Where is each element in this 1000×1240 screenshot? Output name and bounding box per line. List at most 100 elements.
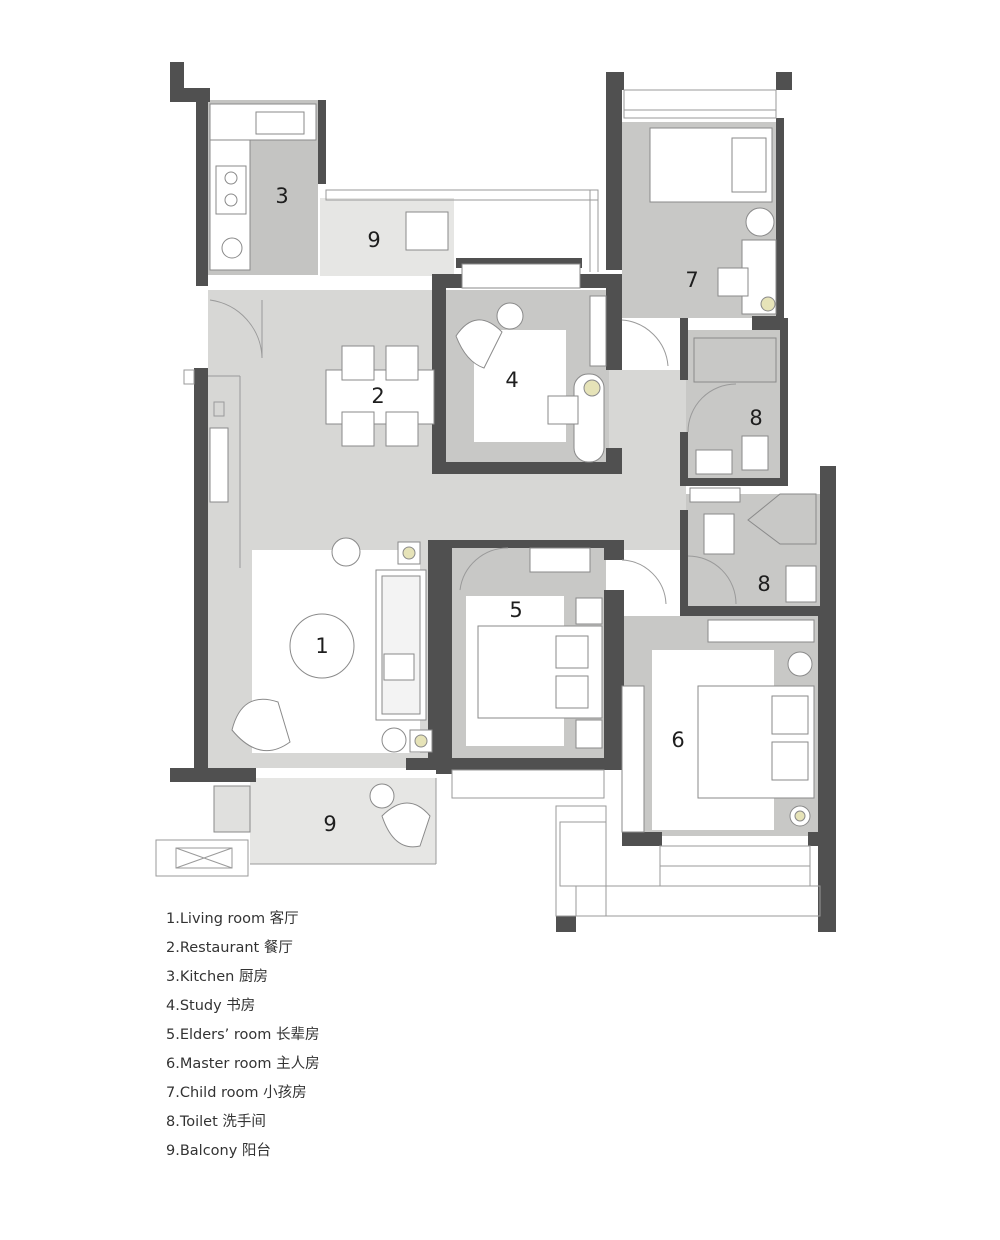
room-numbers: 1 2 3 4 5 6 7 8 8 9 9 (275, 184, 770, 836)
room-number-child: 7 (685, 268, 698, 292)
round-table (331, 537, 361, 567)
wall (622, 832, 662, 846)
tv-cabinet (209, 427, 229, 503)
dining-chair (385, 411, 419, 447)
wall (818, 616, 836, 846)
wall (432, 274, 446, 474)
room-number-study: 4 (505, 368, 518, 392)
room-legend: 1.Living room 客厅 2.Restaurant 餐厅 3.Kitch… (166, 905, 320, 1166)
dining-chair (341, 411, 375, 447)
wall (606, 90, 622, 270)
dining-chair (385, 345, 419, 381)
legend-item-restaurant: 2.Restaurant 餐厅 (166, 940, 293, 956)
shower-corner (747, 493, 817, 545)
wall (776, 118, 784, 318)
balcony-table (369, 783, 395, 809)
wall (680, 318, 688, 380)
legend-item-toilet: 8.Toilet 洗手间 (166, 1114, 266, 1130)
wall (436, 540, 452, 774)
wall (452, 540, 608, 548)
toilet-upper-door (687, 383, 737, 433)
legend-item-elders-room: 5.Elders’ room 长辈房 (166, 1027, 320, 1043)
side-table (496, 302, 524, 330)
wash-basin (785, 565, 817, 603)
washer (405, 211, 449, 251)
doors (209, 299, 737, 605)
wall (456, 258, 582, 268)
wall (680, 478, 784, 486)
lounge-chair (231, 698, 291, 751)
shower-glass (693, 337, 777, 383)
wall (604, 590, 624, 770)
lower-balcony-rail (155, 839, 249, 877)
wall (604, 540, 624, 560)
wall (196, 88, 208, 286)
wall (808, 832, 836, 846)
room-number-toilet-lower: 8 (757, 572, 770, 596)
toilet-bowl (741, 435, 769, 471)
room-number-toilet-upper: 8 (749, 406, 762, 430)
study-door (621, 319, 669, 367)
wall (194, 368, 208, 768)
room-number-restaurant: 2 (371, 384, 384, 408)
sofa-pillow (383, 653, 415, 681)
desk-chair (547, 395, 579, 425)
room-number-kitchen: 3 (275, 184, 288, 208)
window-lines (155, 89, 821, 917)
armchair (455, 319, 503, 369)
wall (318, 100, 326, 184)
legend-item-study: 4.Study 书房 (166, 998, 256, 1014)
room-number-living: 1 (315, 634, 328, 658)
walls (170, 62, 836, 932)
toilet-bowl (703, 513, 735, 555)
kitchen-drain (221, 237, 243, 259)
room-number-balcony-upper: 9 (367, 228, 380, 252)
elders-pillow (555, 675, 589, 709)
upper-balcony-rail (325, 189, 599, 201)
child-chair (717, 267, 749, 297)
wall (680, 510, 688, 610)
balcony-chair (381, 802, 431, 848)
wall (446, 462, 612, 474)
wall (818, 846, 836, 932)
sink (255, 111, 305, 135)
planter (213, 785, 251, 833)
nightstand (575, 719, 603, 749)
wall (170, 768, 256, 782)
wall (780, 318, 788, 486)
bookshelf (589, 295, 607, 367)
furniture (209, 103, 817, 848)
room-number-elders: 5 (509, 598, 522, 622)
master-pillow (771, 695, 809, 735)
kitchen-door (209, 299, 263, 359)
master-wardrobe (621, 685, 645, 833)
child-room-window (623, 89, 777, 119)
toilet-lower-door (687, 555, 737, 605)
master-cabinet (707, 619, 815, 643)
dining-chair (341, 345, 375, 381)
elders-window (451, 769, 605, 799)
wall (776, 72, 792, 90)
legend-item-master-room: 6.Master room 主人房 (166, 1056, 320, 1072)
wall (406, 758, 606, 770)
nightstand (575, 597, 603, 625)
wall (606, 274, 622, 370)
wash-basin (695, 449, 733, 475)
wall (428, 540, 438, 760)
coffee-table (289, 613, 355, 679)
wall (606, 72, 624, 90)
legend-item-child-room: 7.Child room 小孩房 (166, 1085, 307, 1101)
elders-door (459, 547, 509, 591)
legend-item-balcony: 9.Balcony 阳台 (166, 1143, 271, 1159)
master-pillow (771, 741, 809, 781)
wall (680, 432, 688, 482)
elders-pillow (555, 635, 589, 669)
room-number-balcony-lower: 9 (323, 812, 336, 836)
master-door (621, 559, 667, 605)
room-number-master: 6 (671, 728, 684, 752)
wall (680, 606, 820, 616)
wall (820, 466, 836, 616)
elders-wardrobe (529, 547, 591, 573)
balcony-bar (461, 263, 581, 289)
